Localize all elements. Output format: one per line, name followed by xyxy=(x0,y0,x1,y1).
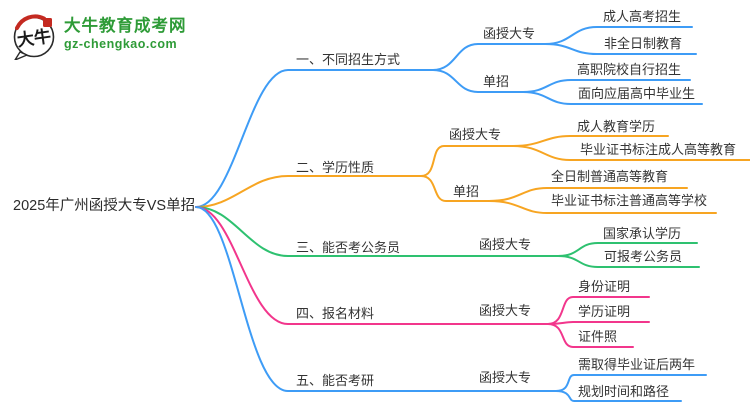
branch5-leaf1: 需取得毕业证后两年 xyxy=(578,357,696,372)
branch3-leaf2-line xyxy=(557,255,700,268)
branch2-sub2-danzhao: 单招 xyxy=(453,184,480,199)
branch1-sub2-danzhao: 单招 xyxy=(483,74,510,89)
branch2-leaf4: 毕业证书标注普通高等学校 xyxy=(551,193,708,208)
branch2-leaf2-line xyxy=(512,145,750,161)
branch5-sub1-hanshou-dazhuan: 函授大专 xyxy=(479,370,532,385)
branch4-leaf1: 身份证明 xyxy=(578,279,631,294)
branch1-leaf4-line xyxy=(522,91,703,105)
branch1-sub2-line xyxy=(432,69,524,93)
svg-text:大牛: 大牛 xyxy=(16,26,52,51)
branch2-leaf4-line xyxy=(488,200,717,214)
daniu-logo-icon: 大牛 xyxy=(13,14,55,60)
branch3-main-line xyxy=(195,206,559,257)
branch2-sub2-line xyxy=(420,175,490,202)
branch5-leaf2-line xyxy=(555,390,682,402)
logo-site-url: gz-chengkao.com xyxy=(64,37,178,51)
branch2-label: 二、学历性质 xyxy=(296,160,375,175)
branch1-leaf1-line xyxy=(544,26,693,45)
branch4-leaf2-line xyxy=(547,321,650,325)
branch2-sub1-line xyxy=(420,145,514,177)
branch1-leaf2: 非全日制教育 xyxy=(604,36,683,51)
branch1-sub1-hanshou-dazhuan: 函授大专 xyxy=(483,26,536,41)
branch4-leaf3-line xyxy=(547,323,634,348)
branch1-leaf3: 高职院校自行招生 xyxy=(577,62,682,77)
branch3-label: 三、能否考公务员 xyxy=(296,240,401,255)
branch2-leaf2: 毕业证书标注成人高等教育 xyxy=(580,142,737,157)
branch5-main-line xyxy=(195,206,557,392)
branch1-label: 一、不同招生方式 xyxy=(296,52,401,67)
branch2-main-line xyxy=(195,175,422,208)
branch2-sub1-hanshou-dazhuan: 函授大专 xyxy=(449,127,502,142)
branch1-main-line xyxy=(195,69,434,208)
branch5-leaf2: 规划时间和路径 xyxy=(578,384,670,399)
central-topic: 2025年广州函授大专VS单招 xyxy=(13,198,196,214)
branch3-leaf2: 可报考公务员 xyxy=(604,249,683,264)
branch1-leaf4: 面向应届高中毕业生 xyxy=(578,86,696,101)
logo-site-name: 大牛教育成考网 xyxy=(64,17,187,35)
branch2-leaf3: 全日制普通高等教育 xyxy=(551,169,669,184)
branch2-leaf1: 成人教育学历 xyxy=(577,119,656,134)
branch4-sub1-hanshou-dazhuan: 函授大专 xyxy=(479,303,532,318)
branch1-leaf2-line xyxy=(544,43,697,55)
branch4-label: 四、报名材料 xyxy=(296,306,375,321)
branch4-leaf2: 学历证明 xyxy=(578,304,631,319)
logo-text-block: 大牛教育成考网 gz-chengkao.com xyxy=(64,12,187,52)
branch4-leaf3: 证件照 xyxy=(578,329,618,344)
branch3-sub1-hanshou-dazhuan: 函授大专 xyxy=(479,237,532,252)
branch4-main-line xyxy=(195,206,549,325)
branch1-leaf1: 成人高考招生 xyxy=(603,9,682,24)
site-logo: 大牛 大牛教育成考网 gz-chengkao.com xyxy=(10,12,187,60)
branch1-sub1-line xyxy=(432,43,546,71)
branch5-label: 五、能否考研 xyxy=(296,373,375,388)
branch3-leaf1: 国家承认学历 xyxy=(603,226,682,241)
